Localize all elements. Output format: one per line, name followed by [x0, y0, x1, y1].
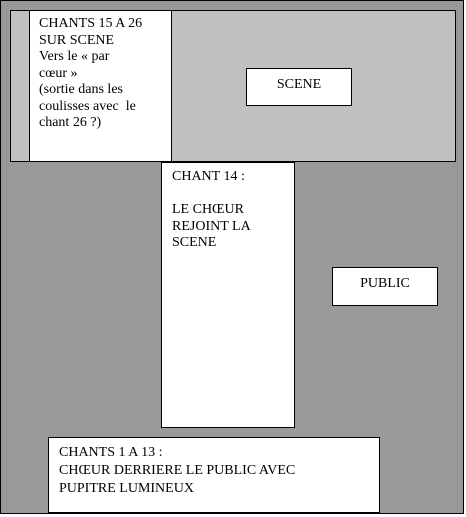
scene-label-box: SCENE: [246, 68, 352, 106]
chant-14-line: LE CHŒUR: [172, 202, 244, 217]
chants-1-13-line: CHANTS 1 A 13 :: [59, 445, 163, 460]
public-label-box: PUBLIC: [332, 267, 438, 306]
chants-1-13-line: CHŒUR DERRIERE LE PUBLIC AVEC: [59, 463, 296, 478]
chant-14-line: REJOINT LA: [172, 218, 251, 234]
chants-1-13-line: PUPITRE LUMINEUX: [59, 481, 194, 496]
chants-15-26-line: CHANTS 15 A 26: [39, 16, 143, 31]
chant-14-line: CHANT 14 :: [172, 169, 245, 184]
public-label: PUBLIC: [360, 276, 410, 291]
chants-15-26-line: coulisses avec le: [39, 98, 136, 114]
chants-15-26-line: Vers le « par: [39, 49, 110, 64]
chants-15-26-box: CHANTS 15 A 26 SUR SCENE Vers le « par c…: [29, 10, 172, 162]
chants-15-26-line: cœur »: [39, 65, 78, 81]
chants-15-26-line: SUR SCENE: [39, 32, 115, 48]
chants-1-13-box: CHANTS 1 A 13 : CHŒUR DERRIERE LE PUBLIC…: [48, 437, 380, 513]
chant-14-box: CHANT 14 : LE CHŒUR REJOINT LA SCENE: [161, 162, 295, 428]
chants-15-26-line: (sortie dans les: [39, 82, 123, 97]
chant-14-line: [172, 186, 286, 203]
scene-label: SCENE: [276, 77, 322, 92]
chant-14-line: SCENE: [172, 235, 217, 250]
chants-15-26-line: chant 26 ?): [39, 115, 102, 130]
